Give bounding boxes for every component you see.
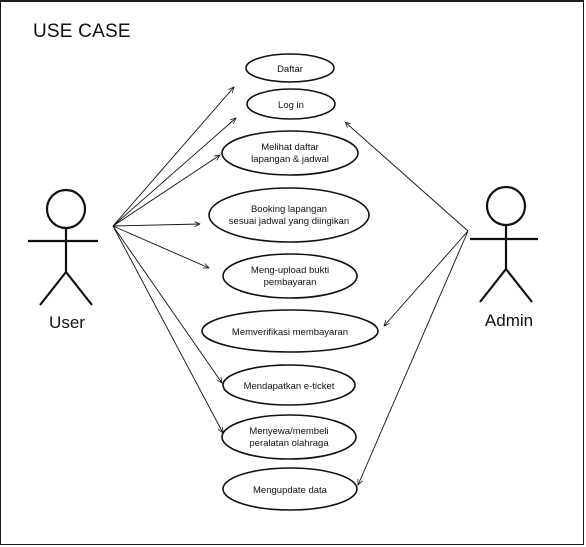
arrow-user-menyewa <box>112 225 223 433</box>
use-case-update-label: Mengupdate data <box>253 485 328 496</box>
use-cases: Daftar Log in Melihat daftar lapangan & … <box>201 53 379 511</box>
arrow-admin-update <box>358 230 469 485</box>
use-case-menyewa[interactable]: Menyewa/membeli peralatan olahraga <box>221 414 357 460</box>
arrow-user-login <box>112 118 236 227</box>
use-case-upload-label-1: Meng-upload bukti <box>251 265 329 276</box>
arrow-admin-login <box>345 122 469 232</box>
user-label: User <box>49 313 85 332</box>
user-head <box>45 188 87 230</box>
admin-associations <box>345 122 469 485</box>
arrow-user-daftar <box>112 87 234 227</box>
use-case-login[interactable]: Log in <box>246 88 336 120</box>
admin-right-leg <box>505 268 533 303</box>
use-case-daftar[interactable]: Daftar <box>245 53 335 83</box>
arrow-admin-verifikasi <box>384 230 469 326</box>
arrow-user-booking <box>112 224 200 226</box>
use-case-verifikasi-label: Memverifikasi membayaran <box>232 327 348 338</box>
admin-actor <box>470 185 538 303</box>
user-actor <box>28 188 98 306</box>
admin-head <box>485 185 527 227</box>
arrow-user-melihat <box>112 155 220 227</box>
admin-label: Admin <box>485 311 533 330</box>
use-case-booking-label-1: Booking lapangan <box>251 204 327 215</box>
user-right-leg <box>65 271 93 306</box>
use-case-eticket[interactable]: Mendapatkan e-ticket <box>222 364 356 406</box>
use-case-menyewa-label-1: Menyewa/membeli <box>249 426 328 437</box>
arrow-user-upload <box>112 225 209 268</box>
admin-left-leg <box>479 268 507 303</box>
user-left-leg <box>39 271 67 306</box>
use-case-booking-label-2: sesuai jadwal yang diingikan <box>229 216 349 227</box>
use-case-login-label: Log in <box>278 100 304 111</box>
use-case-upload[interactable]: Meng-upload bukti pembayaran <box>222 253 358 299</box>
user-associations <box>112 87 236 433</box>
use-case-update[interactable]: Mengupdate data <box>222 467 358 511</box>
use-case-daftar-label: Daftar <box>277 64 303 75</box>
use-case-eticket-label: Mendapatkan e-ticket <box>244 381 335 392</box>
use-case-verifikasi[interactable]: Memverifikasi membayaran <box>201 309 379 353</box>
use-case-melihat[interactable]: Melihat daftar lapangan & jadwal <box>221 130 359 176</box>
use-case-melihat-label-2: lapangan & jadwal <box>251 154 329 165</box>
use-case-upload-label-2: pembayaran <box>264 277 317 288</box>
use-case-booking[interactable]: Booking lapangan sesuai jadwal yang diin… <box>208 187 370 243</box>
arrow-user-eticket <box>112 225 222 383</box>
use-case-melihat-label-1: Melihat daftar <box>261 142 319 153</box>
use-case-menyewa-label-2: peralatan olahraga <box>249 438 329 449</box>
diagram-title: USE CASE <box>33 21 131 42</box>
